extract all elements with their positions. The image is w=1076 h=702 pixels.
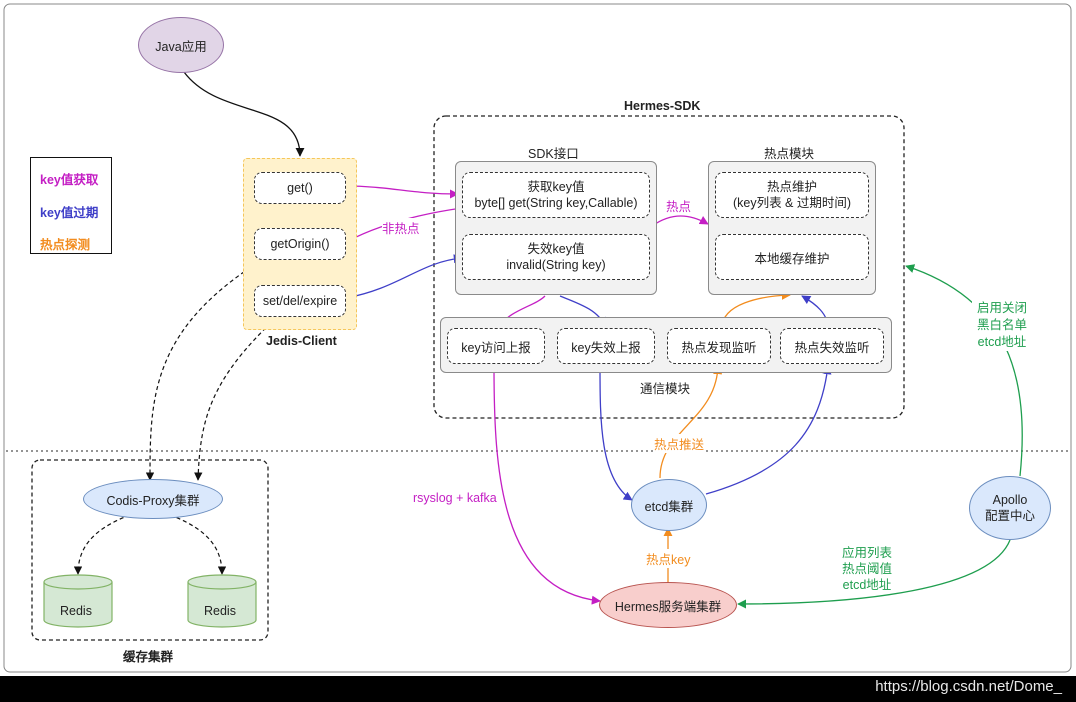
hermes-server-label: Hermes服务端集群 xyxy=(614,599,722,614)
hot-invalid-listen-node: 热点失效监听 xyxy=(780,328,884,364)
edge-label-hot-key: 热点key xyxy=(646,549,691,568)
jedis-client-title: Jedis-Client xyxy=(266,334,337,348)
edge-label-hot-push: 热点推送 xyxy=(654,434,705,453)
hot-maintain-node: 热点维护 (key列表 & 过期时间) xyxy=(715,172,869,218)
apollo-server-label-2: 热点阈值 xyxy=(841,562,892,576)
legend-box: key值获取 key值过期 热点探测 xyxy=(30,157,112,254)
edge-etcd-to-discover xyxy=(659,365,723,479)
apollo-sdk-label-3: etcd地址 xyxy=(977,335,1027,349)
key-access-report-node: key访问上报 xyxy=(447,328,545,364)
redis-1-label: Redis xyxy=(60,604,92,618)
redis-2-label: Redis xyxy=(204,604,236,618)
edge-label-non-hot: 非热点 xyxy=(382,218,420,237)
sdk-invalid-label-2: invalid(String key) xyxy=(506,258,606,272)
edge-label-apollo-server: 应用列表 热点阈值 etcd地址 xyxy=(836,545,898,593)
jedis-setdel-node: set/del/expire xyxy=(254,285,346,317)
sdk-invalid-label-1: 失效key值 xyxy=(527,242,585,256)
hot-maintain-label-1: 热点维护 xyxy=(766,180,817,194)
edge-setdel-to-invalid xyxy=(345,254,463,299)
edge-java-to-get xyxy=(183,71,305,157)
hot-discover-listen-node: 热点发现监听 xyxy=(667,328,771,364)
cache-cluster-frame xyxy=(31,459,269,641)
edge-apollo-to-sdk xyxy=(905,264,1023,477)
edge-label-hot: 热点 xyxy=(666,200,692,214)
footer-bar xyxy=(0,676,1076,702)
hot-module-title: 热点模块 xyxy=(764,147,815,161)
jedis-get-node: get() xyxy=(254,172,346,204)
watermark-text: https://blog.csdn.net/Dome_ xyxy=(875,678,1062,695)
edges-layer xyxy=(3,3,1072,673)
local-cache-label: 本地缓存维护 xyxy=(754,251,830,266)
apollo-label-1: Apollo xyxy=(992,493,1028,507)
apollo-server-label-3: etcd地址 xyxy=(842,578,892,592)
legend-hot-detect: 热点探测 xyxy=(40,238,91,252)
sdk-get-label-1: 获取key值 xyxy=(527,180,585,194)
apollo-sdk-label-1: 启用关闭 xyxy=(976,301,1027,315)
java-app-label: Java应用 xyxy=(155,39,207,54)
key-invalid-report-node: key失效上报 xyxy=(557,328,655,364)
codis-proxy-node: Codis-Proxy集群 xyxy=(83,479,223,519)
hermes-server-node: Hermes服务端集群 xyxy=(599,582,737,628)
edge-codis-to-redis2 xyxy=(169,514,227,575)
edge-label-rsyslog: rsyslog + kafka xyxy=(413,491,497,505)
apollo-label-2: 配置中心 xyxy=(984,509,1035,523)
edge-codis-to-redis1 xyxy=(73,514,131,575)
apollo-node: Apollo 配置中心 xyxy=(969,476,1051,540)
edge-invalid-to-etcd xyxy=(599,365,633,501)
apollo-server-label-1: 应用列表 xyxy=(841,546,892,560)
hot-maintain-label-2: (key列表 & 过期时间) xyxy=(732,196,852,210)
jedis-getorigin-label: getOrigin() xyxy=(270,237,330,251)
sdk-invalid-node: 失效key值 invalid(String key) xyxy=(462,234,650,280)
edge-setdel-to-codis xyxy=(194,317,277,481)
edge-sdk-to-hot xyxy=(651,215,709,227)
edge-etcd-to-invalidlisten xyxy=(705,365,832,495)
key-access-report-label: key访问上报 xyxy=(461,340,531,355)
hermes-sdk-frame xyxy=(433,115,905,419)
codis-proxy-label: Codis-Proxy集群 xyxy=(106,493,200,508)
edge-get-to-sdk xyxy=(344,185,459,199)
etcd-cluster-node: etcd集群 xyxy=(631,479,707,531)
cache-cluster-title: 缓存集群 xyxy=(123,650,174,664)
key-invalid-report-label: key失效上报 xyxy=(571,340,641,355)
jedis-getorigin-node: getOrigin() xyxy=(254,228,346,260)
edge-apollo-to-hermes xyxy=(737,539,1011,609)
sdk-get-label-2: byte[] get(String key,Callable) xyxy=(474,196,638,210)
hot-discover-listen-label: 热点发现监听 xyxy=(681,340,757,355)
comm-module-title: 通信模块 xyxy=(640,382,691,396)
local-cache-node: 本地缓存维护 xyxy=(715,234,869,280)
hot-invalid-listen-label: 热点失效监听 xyxy=(794,340,870,355)
jedis-setdel-label: set/del/expire xyxy=(262,294,338,308)
etcd-cluster-label: etcd集群 xyxy=(644,499,694,514)
jedis-get-label: get() xyxy=(287,181,313,195)
edge-access-to-hermes xyxy=(493,365,601,605)
redis-cylinder-1 xyxy=(43,574,113,628)
redis-cylinder-2 xyxy=(187,574,257,628)
sdk-get-node: 获取key值 byte[] get(String key,Callable) xyxy=(462,172,650,218)
edge-getorigin-to-codis xyxy=(145,259,263,481)
outer-frame xyxy=(3,3,1072,673)
legend-key-expire: key值过期 xyxy=(40,206,99,220)
java-app-node: Java应用 xyxy=(138,17,224,73)
sdk-interface-title: SDK接口 xyxy=(528,147,579,161)
edge-label-apollo-sdk: 启用关闭 黑白名单 etcd地址 xyxy=(972,300,1032,351)
apollo-sdk-label-2: 黑白名单 xyxy=(976,318,1027,332)
hermes-sdk-title: Hermes-SDK xyxy=(624,99,701,113)
legend-key-get: key值获取 xyxy=(40,173,99,187)
